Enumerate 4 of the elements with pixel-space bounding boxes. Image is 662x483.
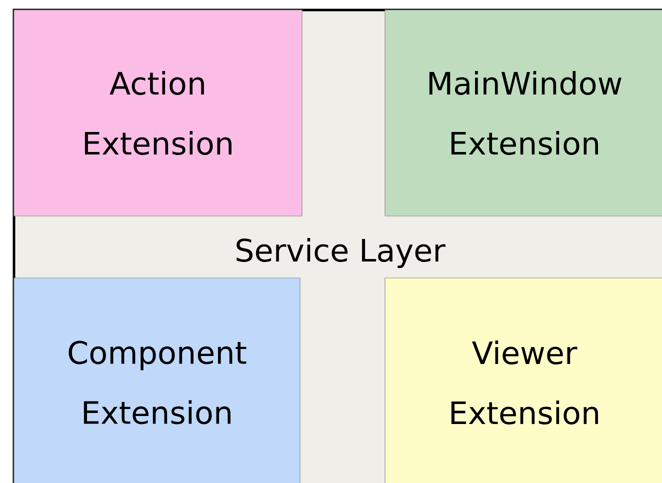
extension-box: MainWindow Extension [384, 10, 662, 216]
extension-box: Component Extension [14, 278, 300, 483]
extension-box: Action Extension [14, 10, 302, 216]
extension-box: Viewer Extension [384, 278, 662, 483]
